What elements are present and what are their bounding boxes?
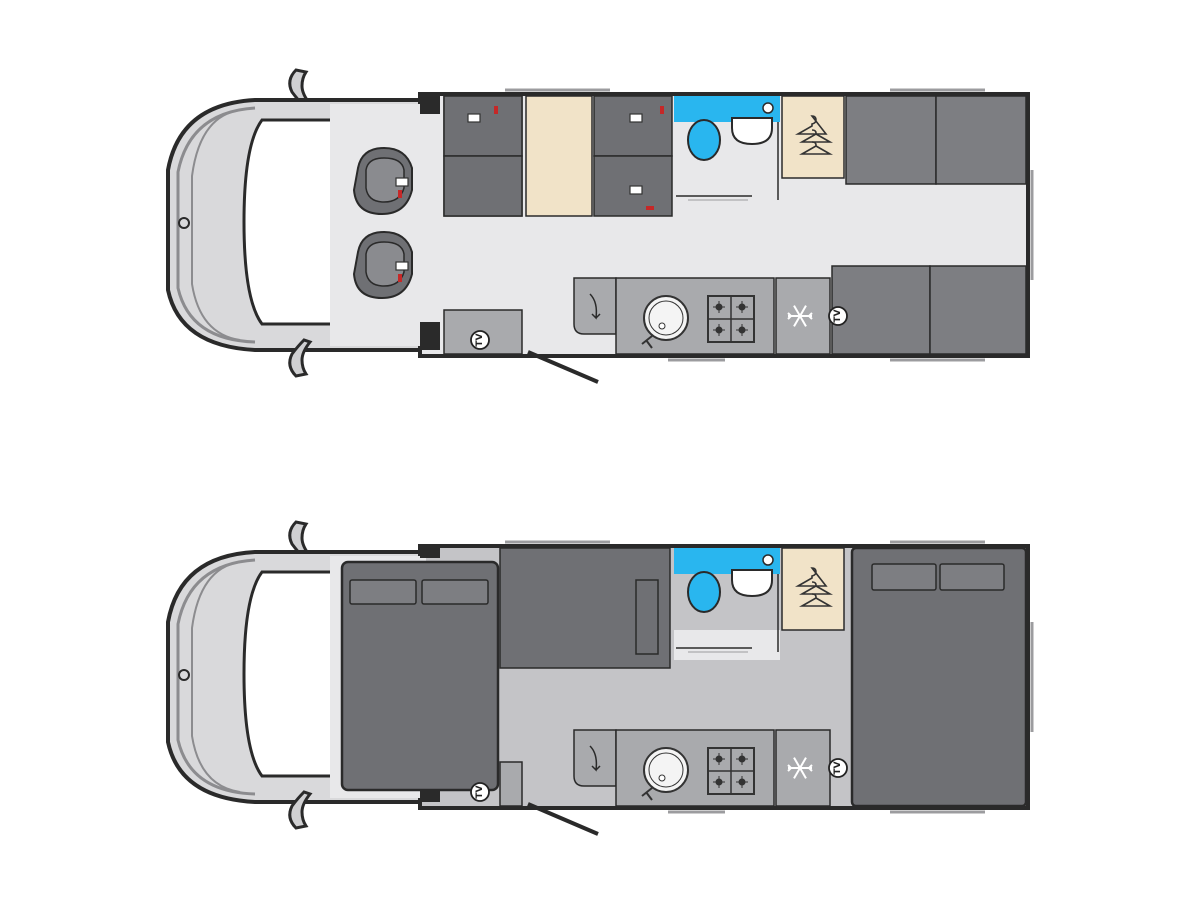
rear-sofa-nearside-a: [845, 95, 937, 185]
tv-icon: TV: [828, 306, 848, 326]
toilet-icon: [687, 571, 721, 613]
door-icon: [527, 802, 599, 836]
dining-table: [525, 95, 593, 217]
tv-label: TV: [475, 333, 485, 346]
swivel-seat-icon: [352, 146, 413, 216]
tv-label: TV: [833, 309, 843, 322]
washbasin-icon: [731, 554, 774, 598]
toilet-icon: [687, 119, 721, 161]
wardrobe: [781, 547, 845, 631]
tv-label: TV: [475, 785, 485, 798]
tv-icon: TV: [828, 758, 848, 778]
dinette-seat-front: [443, 95, 523, 217]
dinette-seat-rear: [593, 95, 673, 217]
kitchen-unit: TV: [573, 729, 848, 807]
tv-icon: TV: [470, 782, 490, 802]
tv-cabinet: TV: [443, 309, 523, 355]
rear-sofa-nearside-b: [935, 95, 1027, 185]
day-layout: TV TV: [166, 68, 1034, 384]
rear-sofa-offside-a: [831, 265, 931, 355]
washbasin-icon: [731, 102, 774, 146]
tv-label: TV: [833, 761, 843, 774]
door-icon: [527, 350, 599, 384]
rear-sofa-offside-b: [929, 265, 1027, 355]
tv-cabinet: TV: [470, 761, 523, 807]
dinette-bed: [499, 547, 671, 669]
front-drop-down-bed: [340, 560, 500, 792]
washroom: [674, 96, 780, 201]
washroom: [674, 548, 780, 660]
tv-icon: TV: [470, 330, 490, 350]
swivel-seat-icon: [352, 230, 413, 300]
night-layout: TV TV: [166, 520, 1034, 836]
wardrobe: [781, 95, 845, 179]
kitchen-unit: TV: [573, 277, 848, 355]
rear-double-bed: [850, 546, 1028, 808]
